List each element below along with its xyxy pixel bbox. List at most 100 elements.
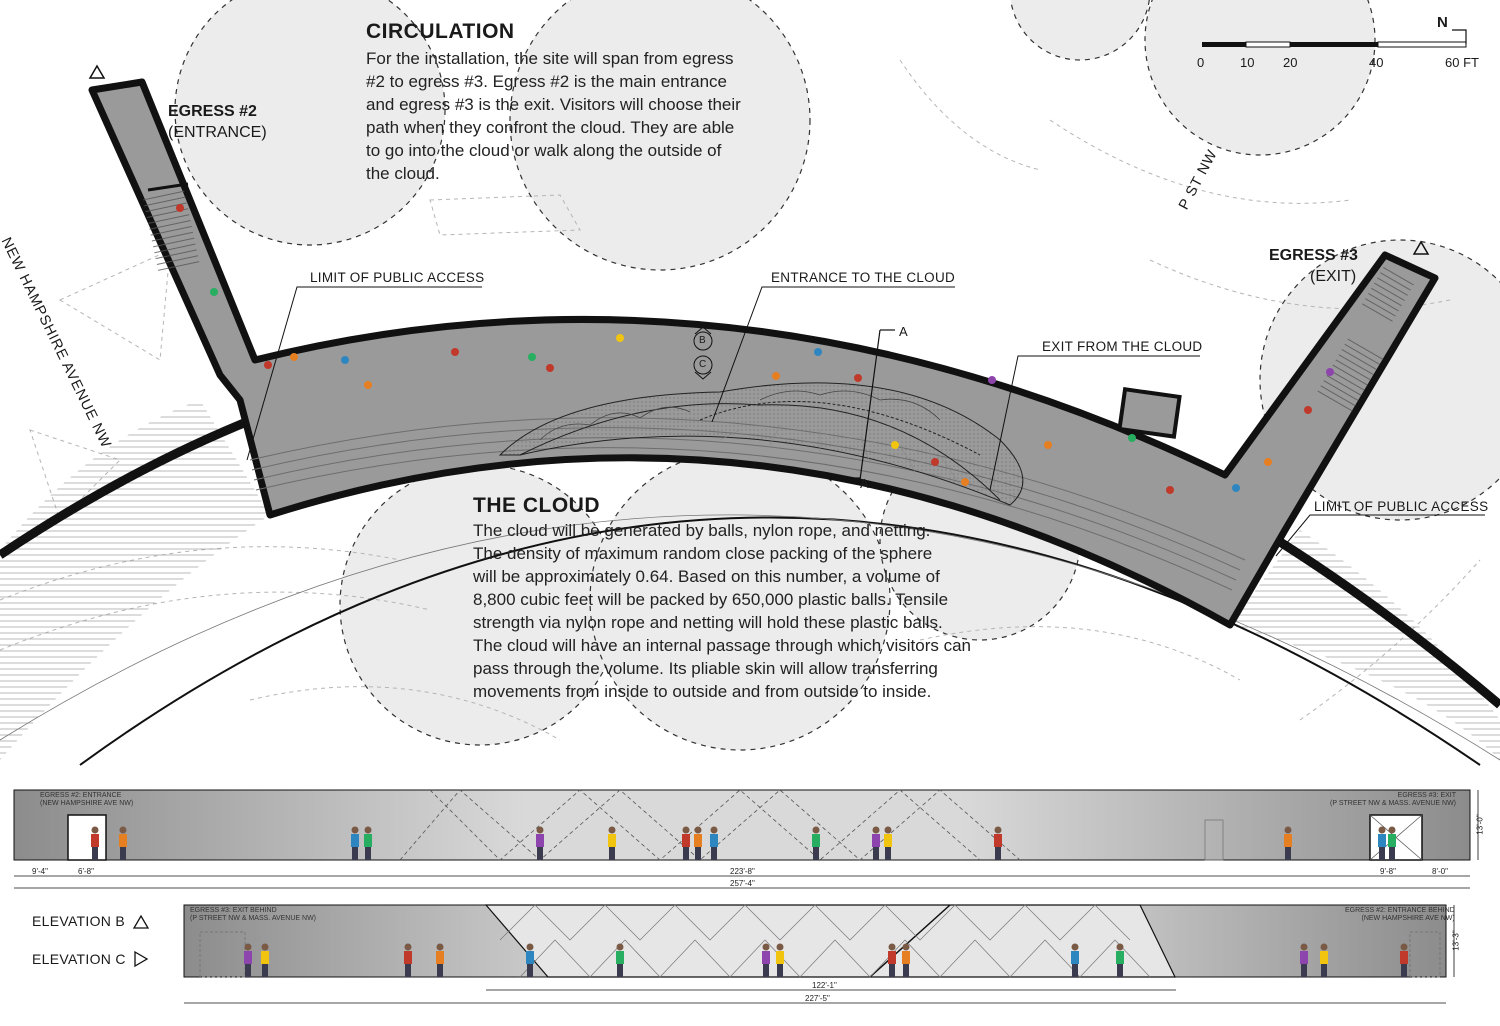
elev-b-dim-6: 8'-0" xyxy=(1432,867,1448,876)
elev-c-dim-1: 122'-1" xyxy=(812,981,837,990)
circulation-text: For the installation, the site will span… xyxy=(366,49,741,183)
elev-c-right-caption: EGRESS #2: ENTRANCE BEHIND (NEW HAMPSHIR… xyxy=(1345,907,1455,922)
egress3-title: EGRESS #3 xyxy=(1269,247,1358,264)
elevation-person xyxy=(404,943,412,977)
section-line-a xyxy=(845,329,895,481)
elev-b-dim-3: 223'-8" xyxy=(730,867,755,876)
marker-c-label: C xyxy=(699,359,707,370)
corridor xyxy=(88,78,1439,629)
marker-b-label: B xyxy=(699,335,706,346)
person-dot xyxy=(891,441,899,449)
elevation-people xyxy=(91,826,1408,977)
person-dot xyxy=(364,381,372,389)
label-exit-from-cloud: EXIT FROM THE CLOUD xyxy=(1042,339,1203,354)
person-dot xyxy=(1128,434,1136,442)
person-dot xyxy=(264,361,272,369)
stairs-egress3 xyxy=(1315,334,1385,416)
person-dot xyxy=(528,353,536,361)
elev-b-dim-1: 9'-4" xyxy=(32,867,48,876)
person-dot xyxy=(961,478,969,486)
label-limit-public-access-right: LIMIT OF PUBLIC ACCESS xyxy=(1314,499,1489,514)
elevation-person xyxy=(351,826,359,860)
elevation-person xyxy=(1071,943,1079,977)
tree-canopy xyxy=(174,0,446,246)
elevation-person xyxy=(608,826,616,860)
elevation-person xyxy=(436,943,444,977)
scale-tick-40: 40 xyxy=(1369,55,1384,70)
elev-c-left-caption: EGRESS #3: EXIT BEHIND (P STREET NW & MA… xyxy=(190,907,317,922)
person-dot xyxy=(616,334,624,342)
elevation-person xyxy=(1400,943,1408,977)
tree-canopy xyxy=(1144,0,1376,156)
elevation-person xyxy=(244,943,252,977)
elevation-person xyxy=(710,826,718,860)
tree-canopy xyxy=(509,0,811,271)
person-dot xyxy=(451,348,459,356)
person-dot xyxy=(546,364,554,372)
elevation-person xyxy=(119,826,127,860)
cloud-title: THE CLOUD xyxy=(473,494,600,517)
circulation-title: CIRCULATION xyxy=(366,20,515,43)
egress2-triangle-icon xyxy=(88,64,106,79)
elev-b-dim-5: 9'-8" xyxy=(1380,867,1396,876)
elevation-person xyxy=(364,826,372,860)
scale-tick-10: 10 xyxy=(1240,55,1255,70)
elevation-person xyxy=(994,826,1002,860)
tree-canopy xyxy=(589,449,891,751)
elevation-person xyxy=(694,826,702,860)
elev-b-dim-4: 257'-4" xyxy=(730,879,755,888)
stairs-egress2 xyxy=(142,186,200,274)
north-label: N xyxy=(1437,14,1448,31)
elevation-person xyxy=(1378,826,1386,860)
marker-c-icon xyxy=(693,355,713,380)
elevation-b-label: ELEVATION B xyxy=(32,913,126,929)
person-dot xyxy=(1232,484,1240,492)
cloud-volume xyxy=(498,382,1024,506)
scale-bar xyxy=(1202,41,1467,48)
elevation-person xyxy=(682,826,690,860)
elev-b-right-caption: EGRESS #3: EXIT (P STREET NW & MASS. AVE… xyxy=(1330,792,1457,807)
elevation-person xyxy=(902,943,910,977)
elev-b-left-caption: EGRESS #2: ENTRANCE (NEW HAMPSHIRE AVE N… xyxy=(40,792,134,807)
elevation-c-label: ELEVATION C xyxy=(32,951,126,967)
elevation-person xyxy=(762,943,770,977)
person-dot xyxy=(988,376,996,384)
egress3-triangle-icon xyxy=(1412,240,1430,255)
elevation-person xyxy=(616,943,624,977)
elevation-person xyxy=(884,826,892,860)
elevation-person xyxy=(526,943,534,977)
scale-tick-60: 60 FT xyxy=(1445,55,1479,70)
egress2-subtitle: (ENTRANCE) xyxy=(168,124,267,141)
section-a-label-top: A xyxy=(899,324,908,339)
person-dot xyxy=(1326,368,1334,376)
person-dot xyxy=(814,348,822,356)
scale-tick-20: 20 xyxy=(1283,55,1298,70)
elev-b-door-left xyxy=(67,814,107,861)
street-hatch-left xyxy=(0,400,270,760)
label-limit-public-access-left: LIMIT OF PUBLIC ACCESS xyxy=(310,270,485,285)
person-dot xyxy=(210,288,218,296)
north-arrow-icon xyxy=(1452,29,1467,44)
person-dot xyxy=(341,356,349,364)
elevation-person xyxy=(888,943,896,977)
elevation-c-triangle-icon xyxy=(134,950,149,968)
leader-lines xyxy=(246,286,1485,557)
elevation-person xyxy=(1388,826,1396,860)
label-entrance-to-cloud: ENTRANCE TO THE CLOUD xyxy=(771,270,956,285)
street-hatch-right xyxy=(1230,530,1500,760)
stairs-egress3-top xyxy=(1359,264,1416,326)
person-dot xyxy=(1044,441,1052,449)
person-dot xyxy=(931,458,939,466)
elevation-person xyxy=(1284,826,1292,860)
elevation-b-triangle-icon xyxy=(132,914,150,929)
elevation-person xyxy=(261,943,269,977)
egress2-title: EGRESS #2 xyxy=(168,103,257,120)
elevation-b-drawing xyxy=(13,789,1479,889)
elev-c-cloud-form xyxy=(484,904,1176,978)
service-room xyxy=(1117,387,1182,439)
elev-c-height: 13'-3" xyxy=(1451,930,1461,951)
person-dot xyxy=(290,353,298,361)
outer-circle-arc xyxy=(79,516,1481,766)
